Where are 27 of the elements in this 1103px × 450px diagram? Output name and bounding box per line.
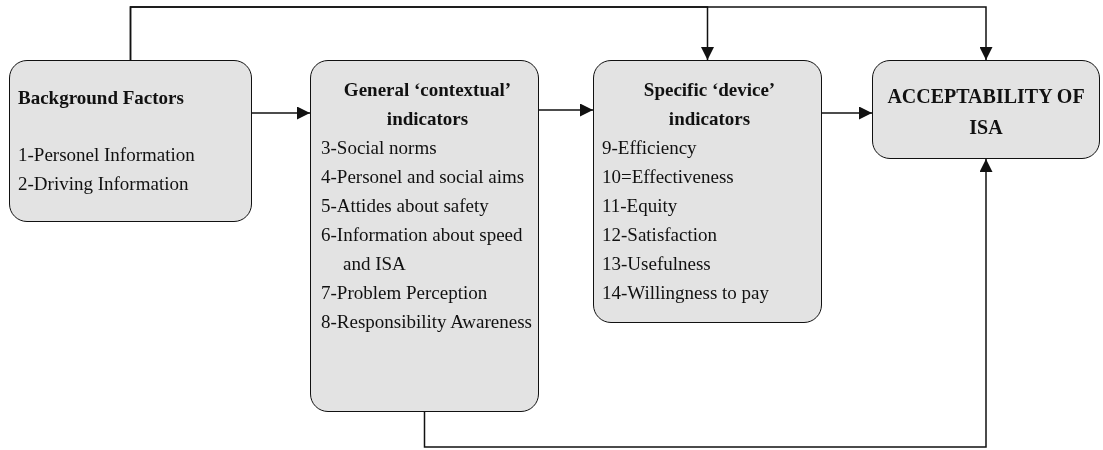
list-item: 6-Information about speed and ISA — [321, 223, 524, 276]
list-item: 9-Efficiency — [602, 136, 698, 160]
process-box — [593, 60, 822, 323]
list-item: 2-Driving Information — [18, 172, 190, 196]
list-item: 11-Equity — [602, 194, 679, 218]
arrow — [129, 6, 993, 61]
list-item: 3-Social norms — [321, 136, 438, 160]
list-item: 12-Satisfaction — [602, 223, 719, 247]
list-item: 7-Problem Perception — [321, 281, 489, 305]
box-heading: Specific ‘device’ indicators — [642, 78, 777, 131]
list-item: 1-Personel Information — [18, 143, 196, 167]
list-item: 8-Responsibility Awareness — [321, 310, 533, 334]
arrow — [251, 106, 311, 120]
arrow — [821, 106, 873, 120]
list-item: 13-Usefulness — [602, 252, 712, 276]
box-heading: General ‘contextual’ indicators — [342, 78, 513, 131]
process-box — [310, 60, 539, 412]
list-item: 14-Willingness to pay — [602, 281, 771, 305]
arrow — [423, 158, 993, 448]
list-item: 10=Effectiveness — [602, 165, 735, 189]
list-item: 4-Personel and social aims — [321, 165, 526, 189]
box-heading: ACCEPTABILITY OF ISA — [886, 84, 1086, 140]
process-box — [9, 60, 252, 222]
list-item: 5-Attides about safety — [321, 194, 490, 218]
box-heading: Background Factors — [18, 86, 185, 110]
process-box — [872, 60, 1100, 159]
arrow — [538, 103, 594, 117]
